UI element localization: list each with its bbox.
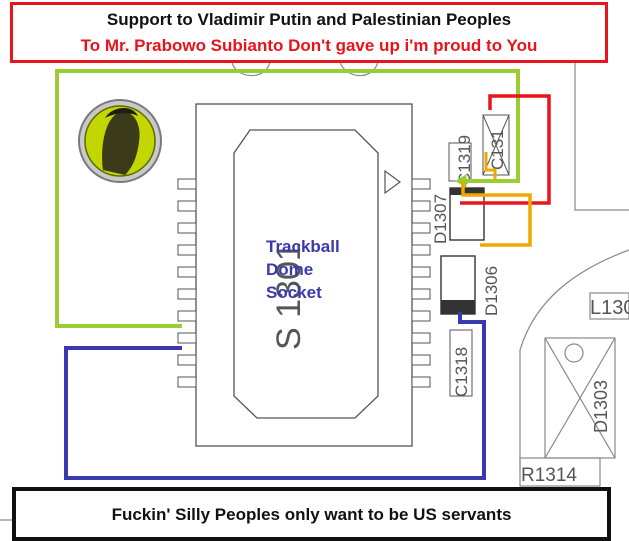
r1314-label: R1314 [521, 465, 577, 486]
top-banner-line1: Support to Vladimir Putin and Palestinia… [106, 10, 512, 29]
ic-pin-right [411, 178, 431, 190]
ic-pin-right [411, 354, 431, 366]
ic-label: S 1301 [270, 242, 308, 350]
board-edge-curve [519, 249, 629, 470]
board-outlines [0, 60, 629, 521]
overlay-label-line1: Trackball [266, 237, 340, 256]
ic-pin-right [411, 266, 431, 278]
ic-pin-left [177, 244, 197, 256]
logo-portrait-face [102, 111, 140, 175]
overlay-label-line3: Socket [266, 283, 322, 302]
c1318-label: C1318 [452, 347, 471, 397]
ic-pin-left [177, 222, 197, 234]
ic-pin-right [411, 222, 431, 234]
ic-pin-right [411, 376, 431, 388]
ic-pin-left [177, 200, 197, 212]
ic-pin-left [177, 310, 197, 322]
trace-orange [461, 182, 532, 247]
d1303-cross-2 [544, 337, 616, 459]
inductor-box [589, 292, 629, 320]
c1319-label: C1319 [455, 135, 474, 185]
top-banner-line2: To Mr. Prabowo Subianto Don't gave up i'… [80, 36, 538, 55]
trace-orange-top [484, 152, 497, 180]
ic-pin-left [177, 288, 197, 300]
d1303-pin-mark [564, 343, 584, 363]
board-edge-right [574, 60, 629, 211]
ic-pin-right [411, 288, 431, 300]
ic-pin-left [177, 178, 197, 190]
logo-portrait-hair [105, 107, 138, 118]
ic-pin-left [177, 332, 197, 344]
pad-arc-left [231, 61, 271, 77]
ic-pin-left [177, 266, 197, 278]
pad-arc-right [339, 61, 379, 77]
ic-pin-left [177, 376, 197, 388]
d1307-band [450, 188, 484, 195]
ic-pin-right [411, 200, 431, 212]
ic-pin-left [177, 354, 197, 366]
portrait-logo [78, 99, 162, 183]
ic-pin-right [411, 310, 431, 322]
bottom-banner: Fuckin' Silly Peoples only want to be US… [12, 487, 611, 541]
ic-pin1-triangle [384, 169, 402, 195]
top-banner: Support to Vladimir Putin and Palestinia… [10, 2, 608, 63]
trace-blue [64, 312, 486, 480]
ic-pins-left [177, 178, 197, 388]
trace-red [460, 94, 551, 205]
ic-pins-right [411, 178, 431, 388]
small-components: D1307 C1319 C131 D1306 C1318 L130 D1303 … [431, 114, 629, 486]
ic-pin-right [411, 332, 431, 344]
ic-pin-right [411, 244, 431, 256]
d1306-label: D1306 [482, 266, 501, 316]
d1306-band [441, 300, 475, 314]
ic-body [195, 103, 413, 447]
ic-inner-outline [233, 129, 379, 419]
d1303-label: D1303 [591, 380, 611, 433]
c1318-body [449, 329, 473, 397]
l130-label: L130 [590, 297, 629, 319]
main-ic: S 1301 [177, 103, 431, 447]
r1314-box [519, 457, 601, 487]
trace-green [55, 69, 520, 328]
traces [55, 69, 551, 480]
crossed-part-label: C131 [488, 129, 507, 170]
overlay-label-line2: Dome [266, 260, 314, 279]
bottom-banner-text: Fuckin' Silly Peoples only want to be US… [111, 505, 512, 524]
d1307-label: D1307 [431, 194, 450, 244]
